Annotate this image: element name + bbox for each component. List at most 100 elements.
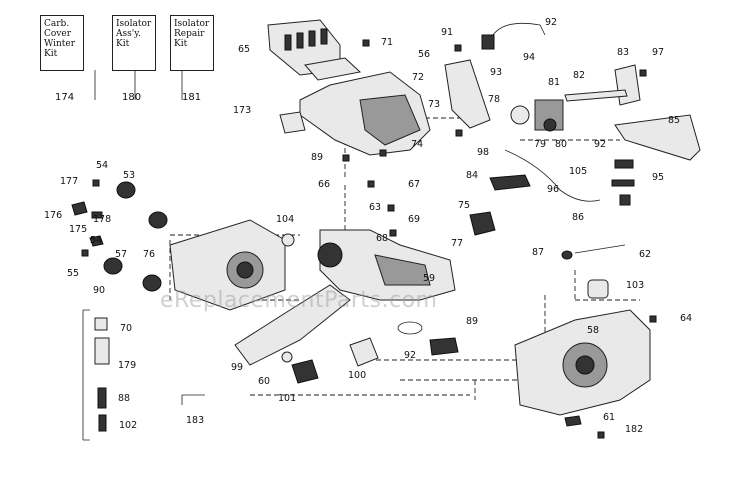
bracket-part: [444, 59, 491, 129]
part-number-label: 58: [587, 325, 599, 336]
part-number-label: 104: [276, 214, 294, 225]
mount-part: [103, 257, 123, 275]
cable-part: [489, 22, 546, 41]
part-number-label: 68: [376, 233, 388, 244]
part-number-label: 95: [652, 172, 664, 183]
gasket-part: [397, 321, 423, 335]
top-cover-part: [299, 71, 431, 156]
part-number-label: 55: [67, 268, 79, 279]
part-number-label: 64: [680, 313, 692, 324]
part-number-label: 182: [625, 424, 643, 435]
part-number-label: 63: [369, 202, 381, 213]
part-number-label: 80: [555, 139, 567, 150]
washer-part: [281, 351, 293, 363]
kit-box-174: Carb. Cover Winter Kit: [40, 15, 84, 71]
part-number-label: 78: [488, 94, 500, 105]
part-number-label: 73: [428, 99, 440, 110]
mount-part: [116, 181, 136, 199]
part-number-label: 76: [143, 249, 155, 260]
connector-part: [481, 34, 495, 50]
sleeve-part: [587, 279, 609, 299]
kit-box-181: Isolator Repair Kit: [170, 15, 214, 71]
part-number-label: 60: [258, 376, 270, 387]
link-part: [469, 211, 496, 236]
kit-number-181: 181: [182, 92, 202, 103]
cap-part: [429, 337, 459, 356]
part-number-label: 69: [408, 214, 420, 225]
handle-guard-part: [267, 19, 362, 81]
part-number-label: 89: [466, 316, 478, 327]
shaft-part: [564, 89, 628, 102]
part-number-label: 85: [668, 115, 680, 126]
part-number-label: 176: [44, 210, 62, 221]
part-number-label: 92: [594, 139, 606, 150]
sprocket-cover-part: [614, 64, 641, 106]
part-number-label: 79: [534, 139, 546, 150]
part-number-label: 92: [545, 17, 557, 28]
part-number-label: 179: [118, 360, 136, 371]
part-number-label: 94: [523, 52, 535, 63]
part-number-label: 100: [348, 370, 366, 381]
part-number-label: 62: [639, 249, 651, 260]
part-number-label: 91: [441, 27, 453, 38]
wrench-part: [181, 394, 205, 405]
crankcase-right-part: [514, 309, 651, 416]
part-number-label: 93: [490, 67, 502, 78]
mount-part: [148, 211, 168, 229]
kit-number-174: 174: [55, 92, 75, 103]
part-number-label: 65: [238, 44, 250, 55]
part-number-label: 57: [115, 249, 127, 260]
crankcase-left-part: [169, 219, 286, 311]
part-number-label: 74: [411, 139, 423, 150]
part-number-label: 89: [311, 152, 323, 163]
part-number-label: 53: [123, 170, 135, 181]
part-number-label: 97: [652, 47, 664, 58]
screw-part: [81, 39, 657, 439]
part-number-label: 59: [423, 273, 435, 284]
part-number-label: 92: [404, 350, 416, 361]
bumper-part: [349, 337, 379, 367]
part-number-label: 66: [318, 179, 330, 190]
part-number-label: 99: [231, 362, 243, 373]
part-number-label: 67: [408, 179, 420, 190]
plug-part: [281, 233, 295, 247]
part-number-label: 75: [458, 200, 470, 211]
nut-part: [561, 250, 573, 260]
part-number-label: 98: [477, 147, 489, 158]
part-number-label: 183: [186, 415, 204, 426]
clip-part: [71, 201, 104, 247]
part-number-label: 177: [60, 176, 78, 187]
kit-box-180: Isolator Ass'y. Kit: [112, 15, 156, 71]
filter-part: [279, 111, 306, 134]
part-number-label: 84: [466, 170, 478, 181]
rear-handle-part: [234, 284, 351, 366]
part-number-label: 105: [569, 166, 587, 177]
part-number-label: 173: [233, 105, 251, 116]
spring-assembly-part: [611, 159, 635, 206]
part-number-label: 90: [93, 285, 105, 296]
part-number-label: 102: [119, 420, 137, 431]
mount-part: [142, 274, 162, 292]
small-parts-box: [82, 309, 110, 441]
part-number-label: 82: [573, 70, 585, 81]
part-number-label: 86: [572, 212, 584, 223]
part-number-label: 77: [451, 238, 463, 249]
engine-housing-part: [317, 229, 456, 301]
part-number-label: 70: [120, 323, 132, 334]
part-number-label: 54: [90, 235, 102, 246]
part-number-label: 101: [278, 393, 296, 404]
part-number-label: 178: [93, 214, 111, 225]
part-number-label: 103: [626, 280, 644, 291]
part-number-label: 61: [603, 412, 615, 423]
carburetor-part: [510, 99, 564, 132]
part-number-label: 54: [96, 160, 108, 171]
part-number-label: 56: [418, 49, 430, 60]
kit-number-180: 180: [122, 92, 142, 103]
watermark: eReplacementParts.com: [160, 288, 438, 313]
part-number-label: 88: [118, 393, 130, 404]
spring-part: [291, 359, 319, 384]
part-number-label: 87: [532, 247, 544, 258]
part-number-label: 83: [617, 47, 629, 58]
clip-part: [564, 415, 582, 427]
